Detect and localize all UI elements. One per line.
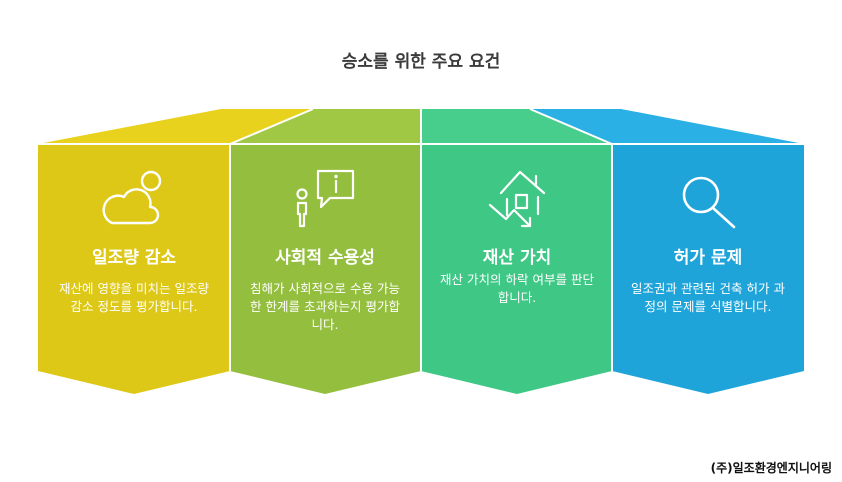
house-decline-icon: [488, 170, 546, 228]
card-top-band-green: [230, 109, 421, 144]
diagram-title: 승소를 위한 주요 요건: [341, 52, 501, 72]
card-top-band-yellow: [38, 109, 313, 144]
card-description: 재산 가치의 하락 여부를 판단합니다.: [440, 272, 594, 305]
card-description: 일조권과 관련된 건축 허가 과정의 문제를 식별합니다.: [631, 281, 785, 314]
card-title: 일조량 감소: [91, 248, 177, 268]
card-body-teal: [421, 144, 612, 394]
card-top-band-blue: [530, 109, 804, 144]
card-description: 침해가 사회적으로 수용 가능한 한계를 초과하는지 평가합니다.: [250, 281, 400, 332]
card-description: 재산에 영향을 미치는 일조량 감소 정도를 평가합니다.: [59, 281, 209, 314]
card-title: 사회적 수용성: [275, 248, 375, 268]
card-body-green: [230, 144, 421, 394]
card-body-blue: [612, 144, 804, 394]
card-body-yellow: [38, 144, 230, 394]
card-title: 재산 가치: [482, 248, 552, 268]
card-title: 허가 문제: [673, 248, 743, 268]
sun-cloud-icon: [102, 170, 162, 225]
person-info-icon: [296, 169, 355, 228]
magnifier-icon: [682, 176, 736, 229]
card-top-band-teal: [421, 109, 612, 144]
company-name: (주)일조환경엔지니어링: [710, 461, 832, 475]
separators: [38, 108, 804, 371]
